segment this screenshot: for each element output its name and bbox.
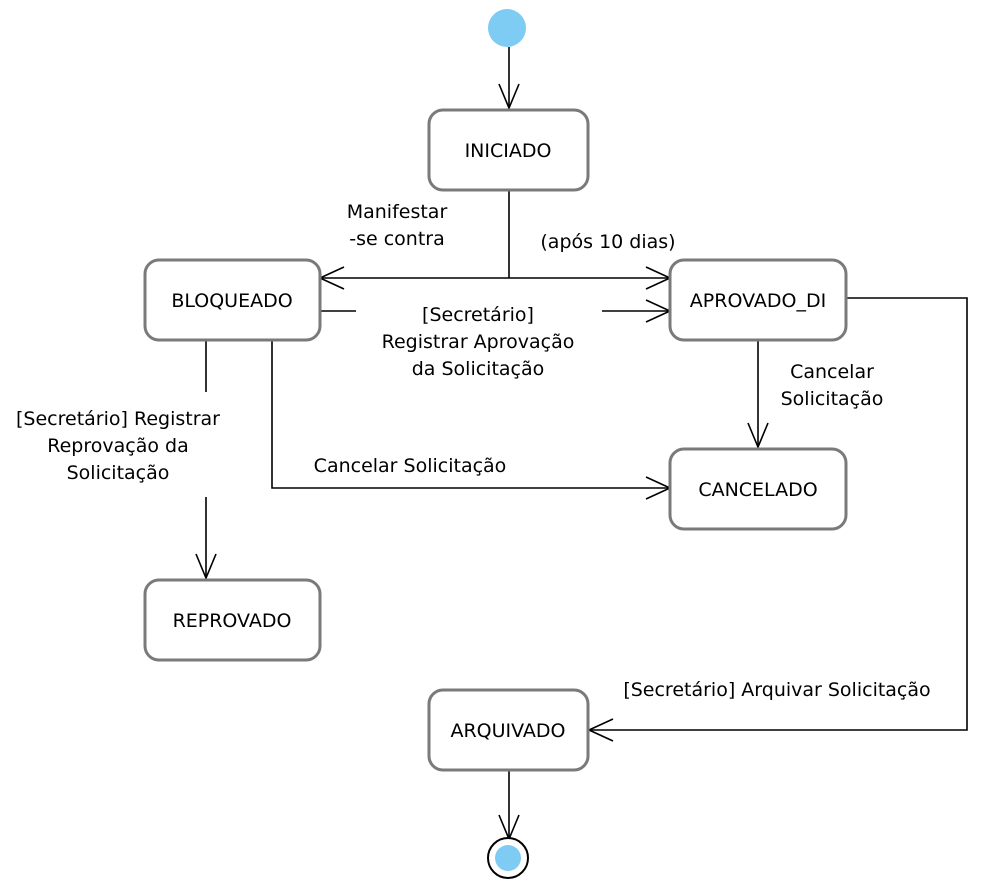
state-label-arquivado: ARQUIVADO (450, 720, 565, 742)
arrowhead-cancelado-top (747, 422, 769, 450)
label-registrar-reprovacao-line2: Reprovação da (47, 435, 188, 457)
state-reprovado: REPROVADO (143, 578, 322, 662)
label-apos-10-dias: (após 10 dias) (540, 231, 675, 253)
label-registrar-aprovacao-line3: da Solicitação (412, 358, 545, 380)
state-label-iniciado: INICIADO (465, 140, 552, 162)
label-manifestar-line1: Manifestar (347, 201, 448, 223)
state-iniciado: INICIADO (427, 108, 590, 192)
label-arquivar: [Secretário] Arquivar Solicitação (623, 679, 930, 701)
label-cancelar-bloqueado: Cancelar Solicitação (314, 455, 507, 477)
label-manifestar-line2: -se contra (349, 228, 445, 250)
edge-arquivar (589, 297, 968, 731)
state-cancelado: CANCELADO (668, 447, 848, 531)
state-arquivado: ARQUIVADO (427, 688, 590, 772)
transition-labels: Manifestar -se contra (após 10 dias) [Se… (16, 201, 931, 701)
initial-state-node (488, 9, 526, 47)
arrowhead-iniciado (498, 83, 520, 111)
state-label-reprovado: REPROVADO (173, 610, 292, 632)
label-registrar-reprovacao-line1: [Secretário] Registrar (16, 408, 220, 430)
label-cancelar-aprovado-line2: Solicitação (781, 388, 884, 410)
label-cancelar-aprovado-line1: Cancelar (790, 361, 874, 383)
final-state-node (487, 837, 529, 879)
state-label-bloqueado: BLOQUEADO (171, 290, 292, 312)
label-registrar-aprovacao-line1: [Secretário] (422, 304, 534, 326)
label-registrar-reprovacao-line3: Solicitação (67, 462, 170, 484)
state-bloqueado: BLOQUEADO (143, 258, 322, 342)
edge-cancelar-bloqueado (271, 340, 670, 489)
arrowhead-reprovado (195, 553, 217, 581)
label-registrar-aprovacao-line2: Registrar Aprovação (382, 331, 575, 353)
state-label-aprovado-di: APROVADO_DI (690, 290, 826, 312)
state-label-cancelado: CANCELADO (698, 479, 817, 501)
transition-edges (195, 47, 968, 842)
state-aprovado-di: APROVADO_DI (668, 258, 848, 342)
